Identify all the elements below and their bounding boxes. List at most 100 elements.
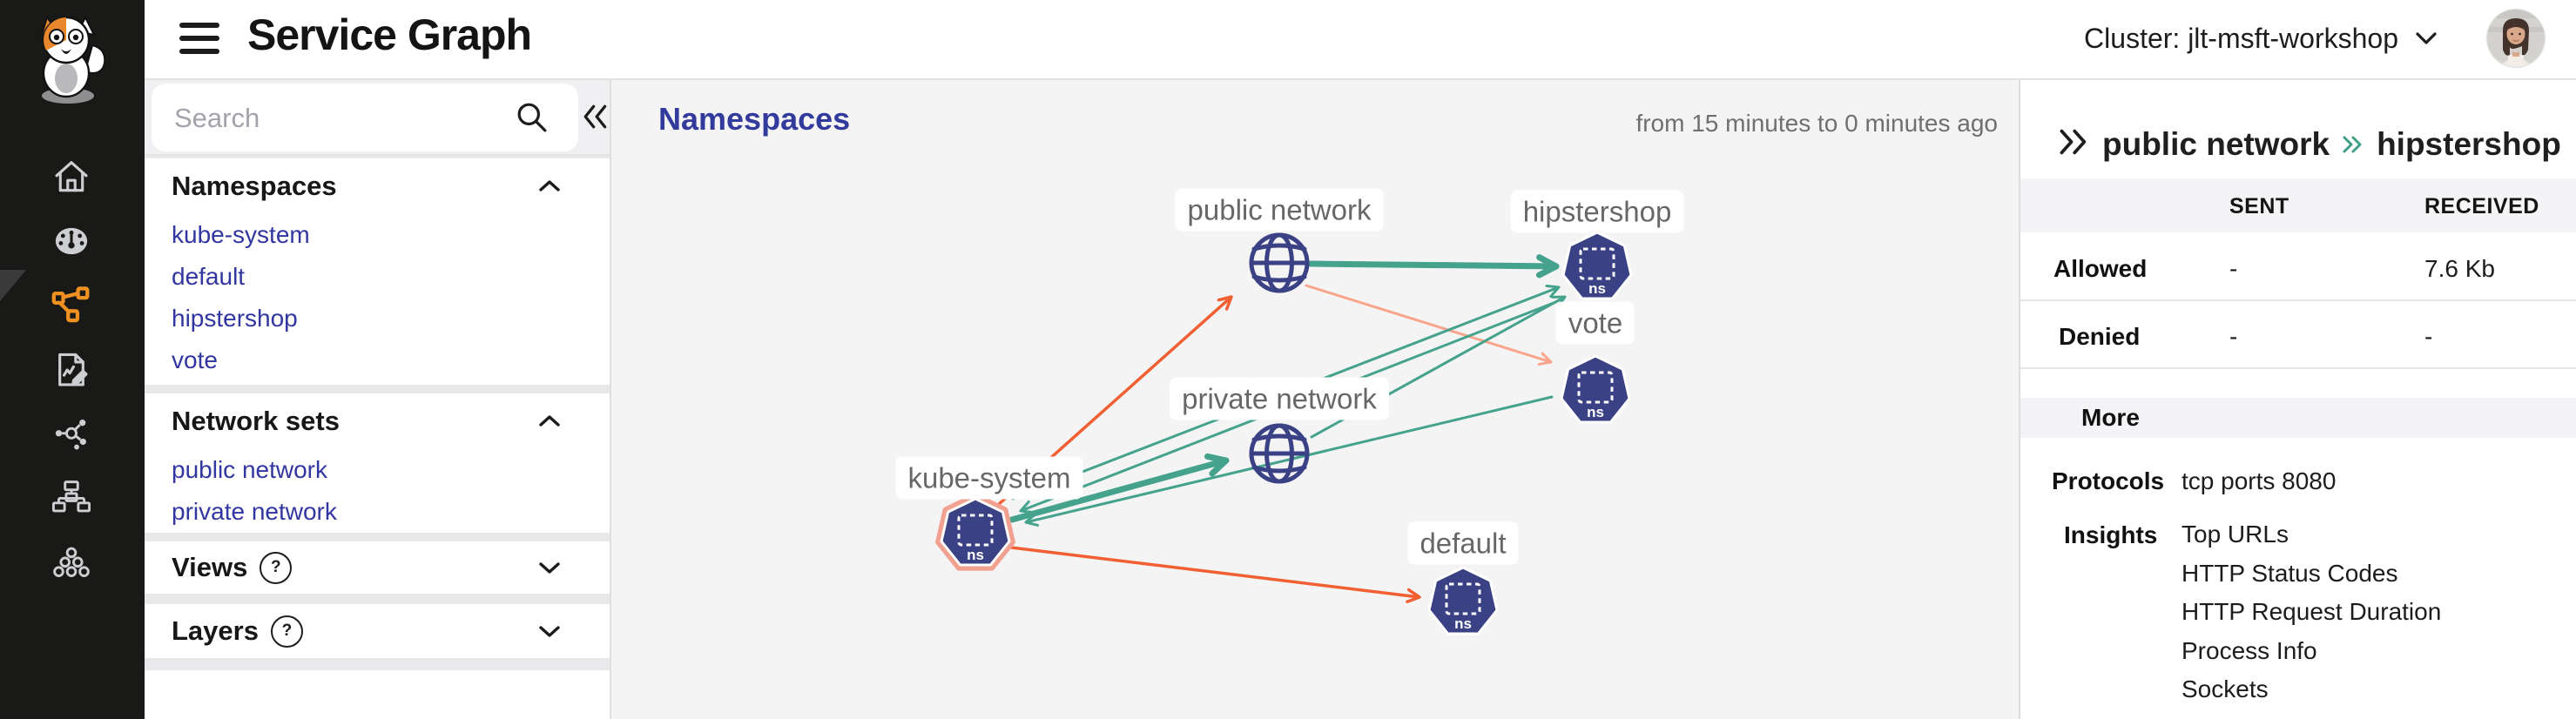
- nav-home[interactable]: [44, 149, 99, 205]
- section-header-network-sets[interactable]: Network sets: [145, 393, 610, 449]
- avatar-photo: [2487, 10, 2545, 67]
- expand-panel-icon[interactable]: [2055, 124, 2092, 160]
- table-header-band: [2020, 178, 2576, 232]
- graph-node-label-private-network[interactable]: private network: [1170, 377, 1389, 420]
- column-header-received: RECEIVED: [2424, 194, 2539, 218]
- graph-node-label-default[interactable]: default: [1407, 521, 1519, 565]
- graph-node-private-network[interactable]: [1237, 412, 1321, 495]
- collapse-sidebar-icon[interactable]: [578, 99, 613, 134]
- graph-node-kube-system[interactable]: ns: [934, 492, 1017, 575]
- insight-top-urls: Top URLs: [2182, 521, 2289, 548]
- graph-node-vote[interactable]: ns: [1554, 349, 1637, 433]
- chevron-down-icon[interactable]: [536, 559, 563, 576]
- nav-flow-visualization[interactable]: [44, 471, 99, 527]
- graph-node-hipstershop[interactable]: ns: [1555, 225, 1639, 309]
- protocols-label: Protocols: [2052, 467, 2165, 494]
- calico-cat-logo: [40, 15, 106, 104]
- svg-text:ns: ns: [1587, 404, 1604, 420]
- section-label: Layers: [172, 615, 259, 646]
- section-network-sets: Network sets public network private netw…: [145, 393, 610, 533]
- graph-node-label-kube-system[interactable]: kube-system: [895, 456, 1083, 500]
- user-avatar[interactable]: [2487, 10, 2545, 67]
- cluster-selector-chevron[interactable]: [2414, 30, 2438, 47]
- section-label: Views: [172, 552, 248, 582]
- sidebar-item-public-network[interactable]: public network: [172, 456, 327, 483]
- sidebar-item-hipstershop[interactable]: hipstershop: [172, 305, 298, 332]
- arrowhead-icon: [1537, 352, 1553, 366]
- arrowhead-icon: [1204, 453, 1230, 477]
- section-namespaces: Namespaces kube-system default hipstersh…: [145, 158, 610, 385]
- section-header-views[interactable]: Views ?: [145, 541, 610, 594]
- graph-node-label-public-network[interactable]: public network: [1175, 188, 1384, 232]
- clusters-icon: [53, 547, 90, 577]
- search-row: [145, 78, 610, 156]
- chevron-up-icon[interactable]: [536, 178, 563, 195]
- namespace-icon: ns: [1561, 231, 1633, 300]
- time-range-label: from 15 minutes to 0 minutes ago: [1635, 110, 1998, 137]
- search-input[interactable]: [172, 84, 507, 153]
- nav-policy-report[interactable]: [44, 342, 99, 398]
- namespace-icon: ns: [1427, 566, 1499, 635]
- sidebar-item-private-network[interactable]: private network: [172, 498, 337, 525]
- more-section-band: More: [2020, 398, 2576, 438]
- allowed-received-value: 7.6 Kb: [2424, 255, 2495, 282]
- menu-toggle-button[interactable]: [179, 23, 219, 54]
- graph-breadcrumb[interactable]: Namespaces: [658, 101, 851, 137]
- cluster-selector-label[interactable]: Cluster: jlt-msft-workshop: [2084, 22, 2398, 54]
- section-header-layers[interactable]: Layers ?: [145, 604, 610, 658]
- section-label: Namespaces: [172, 171, 337, 201]
- edge-details-panel: public network hipstershop SENT RECEIVED…: [2019, 78, 2576, 719]
- active-item-notch: [0, 270, 26, 301]
- insight-http-request-duration: HTTP Request Duration: [2182, 598, 2442, 625]
- graph-node-label-hipstershop[interactable]: hipstershop: [1510, 190, 1684, 233]
- insights-label: Insights: [2064, 521, 2158, 548]
- graph-node-default[interactable]: ns: [1421, 561, 1505, 644]
- svg-text:ns: ns: [1588, 280, 1606, 297]
- insight-http-status-codes: HTTP Status Codes: [2182, 560, 2398, 587]
- search-box: [152, 84, 578, 153]
- nav-dashboard[interactable]: [44, 213, 99, 269]
- namespace-icon: ns: [935, 493, 1015, 571]
- search-icon[interactable]: [514, 99, 550, 136]
- chevron-down-icon[interactable]: [536, 622, 563, 640]
- graph-edge-public-network-to-vote[interactable]: [1305, 284, 1550, 363]
- column-header-sent: SENT: [2229, 194, 2289, 218]
- globe-icon: [1249, 423, 1310, 484]
- section-empty: [145, 670, 610, 719]
- views-help-icon[interactable]: ?: [260, 551, 293, 584]
- row-label-denied: Denied: [2059, 323, 2141, 350]
- sidebar-item-vote[interactable]: vote: [172, 346, 218, 373]
- graph-edge-kube-system-to-default[interactable]: [1002, 545, 1419, 599]
- graph-node-public-network[interactable]: [1237, 221, 1321, 305]
- section-header-namespaces[interactable]: Namespaces: [145, 158, 610, 214]
- arrowhead-icon: [1535, 254, 1560, 279]
- section-views: Views ?: [145, 541, 610, 594]
- graph-node-label-vote[interactable]: vote: [1555, 301, 1635, 345]
- service-graph-canvas[interactable]: public network ns hipstershop ns vote private…: [610, 78, 2019, 719]
- dashboard-gauge-icon: [55, 227, 88, 255]
- arrowhead-icon: [1406, 588, 1421, 604]
- graph-edge-kube-system-to-private-network[interactable]: [1008, 459, 1224, 523]
- graph-edge-public-network-to-hipstershop[interactable]: [1307, 260, 1554, 270]
- nav-connections[interactable]: [44, 407, 99, 462]
- row-label-allowed: Allowed: [2053, 255, 2148, 282]
- denied-sent-value: -: [2229, 323, 2238, 350]
- nav-service-graph[interactable]: [44, 278, 99, 333]
- section-layers: Layers ?: [145, 604, 610, 658]
- insight-process-info: Process Info: [2182, 637, 2317, 664]
- chevron-up-icon[interactable]: [536, 413, 563, 430]
- more-section-header[interactable]: More: [2081, 404, 2140, 431]
- hamburger-icon: [179, 23, 219, 28]
- nav-rail: [0, 0, 145, 719]
- sidebar-item-kube-system[interactable]: kube-system: [172, 221, 310, 248]
- service-graph-icon: [51, 286, 90, 323]
- insight-sockets: Sockets: [2182, 675, 2269, 702]
- arrowhead-icon: [1545, 284, 1561, 299]
- layers-help-icon[interactable]: ?: [270, 615, 303, 648]
- top-bar: Service Graph Cluster: jlt-msft-workshop: [145, 0, 2576, 80]
- connections-icon: [55, 420, 86, 450]
- policy-report-icon: [58, 353, 88, 386]
- edge-direction-icon: [2340, 133, 2366, 156]
- sidebar-item-default[interactable]: default: [172, 263, 246, 290]
- nav-clusters[interactable]: [44, 535, 99, 591]
